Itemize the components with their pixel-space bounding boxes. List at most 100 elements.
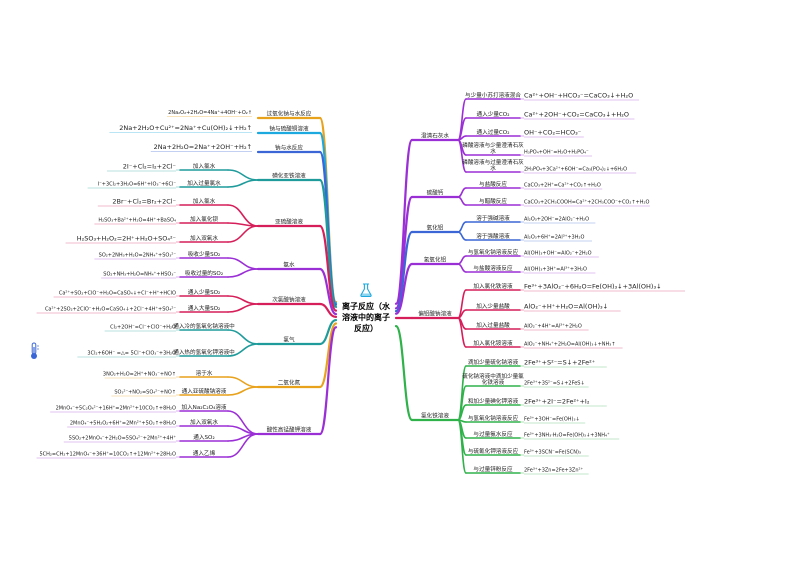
central-title-line2: 溶液中的离子 [342,312,390,322]
leaf-label[interactable]: 与过量氨水反应 [473,430,513,438]
leaf-label[interactable]: 与硫氰化钾溶液反应 [468,447,519,455]
branch-label-b-cl2[interactable]: 氯气 [283,336,295,344]
branch-label-b-fecl3[interactable]: 氯化铁溶液 [421,412,449,420]
leaf-label[interactable]: 通入大量SO₂ [188,304,221,312]
branch-label-b-naclo[interactable]: 次氯酸钠溶液 [272,296,306,304]
branch-label-b-no2[interactable]: 二氧化氮 [278,379,301,387]
leaf-label[interactable]: 滴加少量硫化钠溶液 [468,358,519,366]
leaf-connector [227,343,259,357]
leaf-label[interactable]: 通入冷的氢氧化钠溶液中 [173,322,235,330]
leaf-label[interactable]: 加入过量盐酸 [476,321,510,329]
leaf-label[interactable]: 硫化钠溶液中滴加少量氯 [462,372,524,380]
equation-text: 2Fe³⁺+2I⁻=2Fe²⁺+I₂ [524,398,590,406]
leaf-label[interactable]: 与过量锌粉反应 [473,465,513,473]
leaf-label[interactable]: 通入SO₂ [193,433,214,441]
leaf-label[interactable]: 溶于水 [196,369,213,377]
equation-text: SO₃²⁻+NO₂=SO₄²⁻+NO↑ [114,390,176,396]
leaf-label[interactable]: 加入氯化铵溶液 [473,339,513,347]
leaf-label[interactable]: 加入少量盐酸 [476,302,510,310]
branch-label-b-fei2[interactable]: 碘化亚铁溶液 [272,172,306,180]
leaf-label[interactable]: 与氢氧化钠溶液反应 [468,414,519,422]
equation-text: 2Br⁻+Cl₂=Br₂+2Cl⁻ [112,198,176,206]
branch-label-b-limewater[interactable]: 澄清石灰水 [421,132,449,140]
branch-connector [394,325,414,422]
leaf-connector [227,169,259,181]
leaf-label[interactable]: 加入氯水 [193,162,216,170]
leaf-label[interactable]: 和加少量碘化钾溶液 [468,397,519,405]
leaf-label[interactable]: 加入氯水 [193,197,216,205]
central-title-line3: 反应） [354,323,378,333]
leaf-label[interactable]: 通入少量CO₂ [477,110,510,118]
branch-label-b-aloh3[interactable]: 氢氧化铝 [424,256,447,264]
equation-text: 2Fe³⁺+3Zn=2Fe+3Zn²⁺ [524,468,583,474]
leaf-label[interactable]: 通入亚硫酸钠溶液 [182,387,227,395]
equation-text: Al₂O₃+2OH⁻=2AlO₂⁻+H₂O [524,217,589,223]
branch-label-b-naalo2[interactable]: 偏铝酸钠溶液 [418,310,452,318]
leaf-label[interactable]: 与氢氧化钠溶液反应 [468,248,519,256]
leaf-connector [227,376,259,388]
leaf-label[interactable]: 水 [490,147,496,155]
leaf-connector [457,187,467,198]
equation-text: OH⁻+CO₂=HCO₃⁻ [524,129,581,137]
branch-connector [394,195,414,310]
leaf-connector [227,433,259,458]
equation-text: Fe³⁺+3AlO₂⁻+6H₂O=Fe(OH)₃↓+3Al(OH)₃↓ [524,283,662,291]
leaf-label[interactable]: 化铁溶液 [482,378,505,386]
leaf-label[interactable]: 通入少量SO₂ [188,288,221,296]
equation-text: Fe³⁺+3NH₃·H₂O=Fe(OH)₃↓+3NH₄⁺ [524,433,610,439]
central-node[interactable]: 离子反应（水 溶液中的离子 反应） [342,283,391,333]
leaf-connector [457,231,467,241]
branch-nodes: 过氧化钠与水反应 2Na₂O₂+2H₂O=4Na⁺+4OH⁻+O₂↑ 钠与硫酸铜溶液… [39,91,661,474]
branch-label-b-na-cu[interactable]: 钠与硫酸铜溶液 [269,125,309,133]
branch-label-b-na2o2[interactable]: 过氧化钠与水反应 [267,110,312,118]
leaf-connector [457,419,467,474]
leaf-connector [457,196,467,206]
leaf-connector [457,221,467,233]
branch-label-b-kmno4[interactable]: 酸性高锰酸钾溶液 [267,426,312,434]
leaf-label[interactable]: 与醋酸反应 [479,197,507,205]
equation-text: Ca²⁺+2SO₂+2ClO⁻+H₂O=CaSO₄↓+2Cl⁻+4H⁺+SO₄²… [45,307,176,313]
leaf-connector [457,255,467,265]
leaf-label[interactable]: 加入Na₂C₂O₄溶液 [181,403,226,411]
equation-text: Al(OH)₃+OH⁻=AlO₂⁻+2H₂O [524,251,592,257]
leaf-label[interactable]: 加入双氧水 [190,234,218,242]
equation-text: 2Na₂O₂+2H₂O=4Na⁺+4OH⁻+O₂↑ [168,110,252,116]
leaf-label[interactable]: 通入乙烯 [193,449,216,457]
leaf-label[interactable]: 吸收过量的SO₂ [185,269,223,277]
leaf-label[interactable]: 加入过量氯水 [187,179,221,187]
leaf-connector [457,309,467,319]
branch-label-b-nh3[interactable]: 氨水 [283,261,295,269]
leaf-label[interactable]: 溶于强酸溶液 [476,232,510,240]
branch-label-b-na-h2o[interactable]: 钠与水反应 [275,144,303,152]
leaf-label[interactable]: 加入氯化铁溶液 [473,282,513,290]
leaf-connector [457,263,467,273]
leaf-label[interactable]: 加入双氧水 [190,418,218,426]
leaf-label[interactable]: 溶于强碱溶液 [476,214,510,222]
leaf-connector [457,317,467,348]
leaf-label[interactable]: 通入过量CO₂ [477,128,510,136]
branch-connector [318,224,338,312]
leaf-connector [227,179,259,188]
leaf-label[interactable]: 磷酸溶液与过量澄清石灰 [462,158,524,166]
central-title-line1: 离子反应（水 [342,301,391,311]
equation-text: 5SO₂+2MnO₄⁻+2H₂O=5SO₄²⁻+2Mn²⁺+4H⁺ [69,436,177,442]
equation-text: AlO₂⁻+NH₄⁺+2H₂O=Al(OH)₃↓+NH₃↑ [524,342,615,348]
branch-connector [394,230,414,313]
leaf-label[interactable]: 与盐酸溶液反应 [473,264,513,272]
leaf-label[interactable]: 吸收少量SO₂ [188,250,221,258]
equation-text: 2Fe³⁺+S²⁻=S↓+2Fe²⁺ [524,359,595,367]
equation-text: Al₂O₃+6H⁺=2Al³⁺+3H₂O [524,235,584,241]
branch-label-b-al2o3[interactable]: 氧化铝 [427,224,444,232]
leaf-label[interactable]: 加入氯化钡 [190,215,218,223]
branch-label-b-caco3[interactable]: 碳酸钙 [427,189,444,197]
flask-icon [360,283,372,298]
leaf-label[interactable]: 磷酸溶液与少量澄清石灰 [462,141,524,149]
leaf-label[interactable]: 与盐酸反应 [479,180,507,188]
equation-text: CaCO₃+2CH₃COOH=Ca²⁺+2CH₃COO⁻+CO₂↑+H₂O [524,200,650,206]
equation-text: Fe³⁺+3SCN⁻=Fe(SCN)₃ [524,450,581,456]
leaf-label[interactable]: 水 [490,164,496,172]
leaf-label[interactable]: 通入热的氢氧化钾溶液中 [173,348,235,356]
leaf-label[interactable]: 与少量小苏打溶液混合 [465,91,521,99]
branch-label-b-br[interactable]: 亚硫酸溶液 [275,218,303,226]
